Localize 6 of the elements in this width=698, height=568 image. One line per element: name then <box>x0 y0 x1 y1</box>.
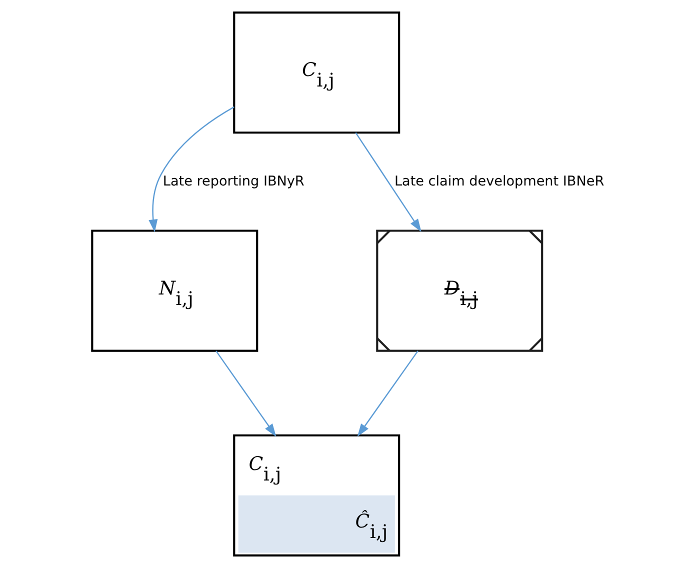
arrow <box>354 132 421 232</box>
edge-label: Late reporting IBNyR <box>162 173 304 190</box>
arrow <box>215 350 276 437</box>
arrow <box>148 106 234 232</box>
edge-label: Late claim development IBNeR <box>394 173 604 190</box>
arrow <box>356 350 418 437</box>
